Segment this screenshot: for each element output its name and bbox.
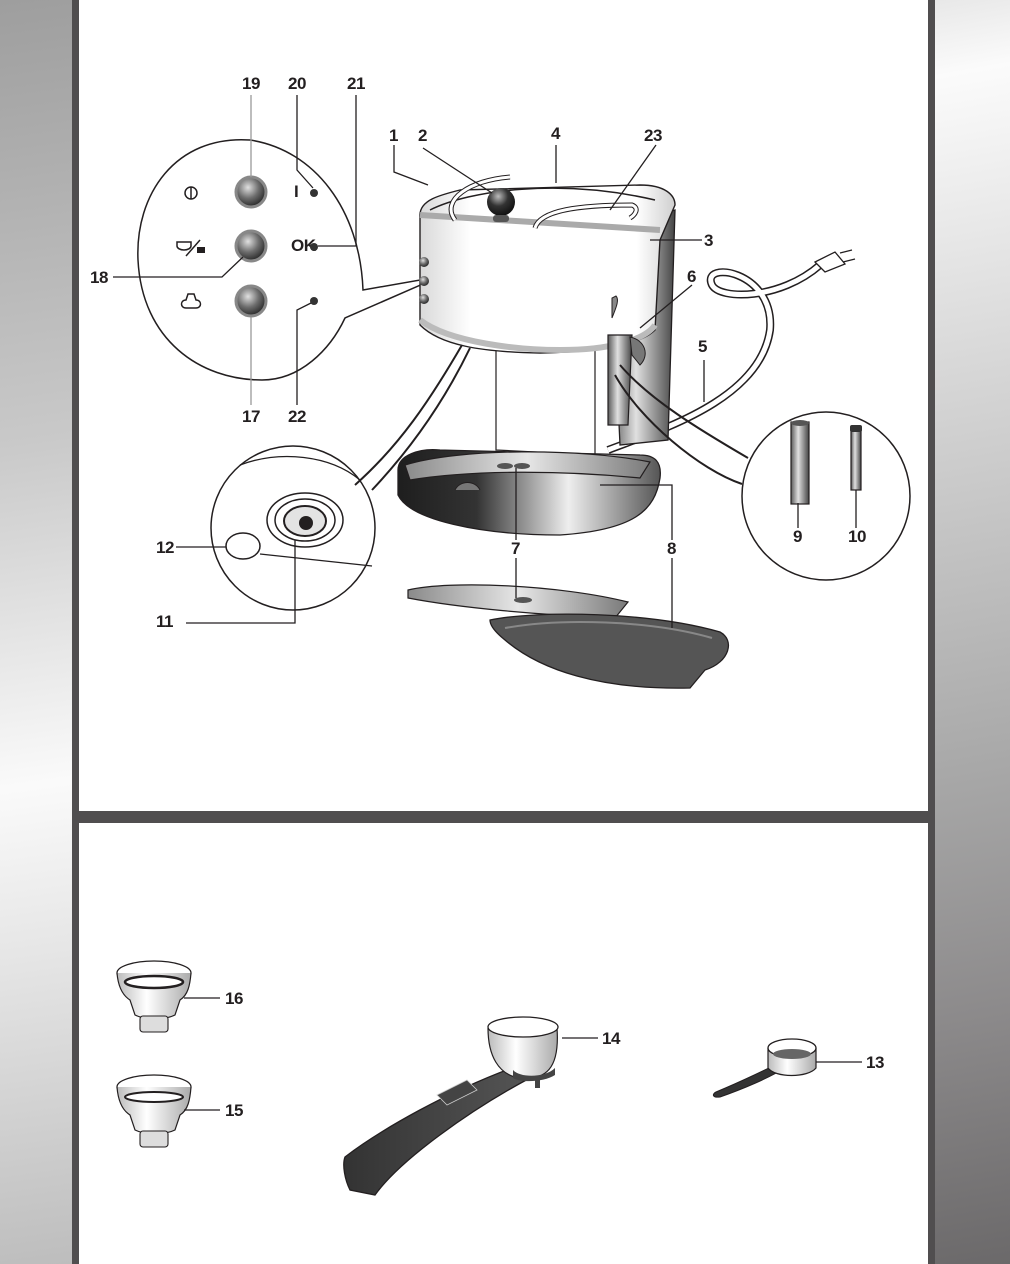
callout-7: 7 [511, 539, 520, 558]
callout-17: 17 [242, 407, 260, 426]
control-panel-magnifier: I OK [137, 139, 427, 381]
callout-2: 2 [418, 126, 427, 145]
callout-labels: 19 20 21 18 17 22 1 2 4 23 3 6 5 7 8 9 1… [90, 74, 866, 631]
callout-23: 23 [644, 126, 662, 145]
ok-indicator-label: OK [291, 236, 317, 255]
callout-8: 8 [667, 539, 676, 558]
right-frame-border [928, 0, 935, 1264]
callout-6: 6 [687, 267, 696, 286]
callout-9: 9 [793, 527, 802, 546]
callout-4: 4 [551, 124, 561, 143]
espresso-machine [397, 174, 676, 536]
on-indicator-light [310, 189, 318, 197]
ok-indicator-light [310, 243, 318, 251]
callout-5: 5 [698, 337, 707, 356]
steam-button [234, 284, 268, 318]
left-gradient-band [0, 0, 72, 1264]
callout-19: 19 [242, 74, 260, 93]
steam-indicator-light [310, 297, 318, 305]
callout-16: 16 [225, 989, 243, 1008]
power-cord [606, 249, 856, 454]
cappuccino-maker-sleeve [790, 421, 810, 505]
accessory-leader-lines [184, 997, 862, 1111]
filter-holder [343, 1016, 559, 1196]
power-button [234, 175, 268, 209]
callout-3: 3 [704, 231, 713, 250]
drip-tray-removed [489, 613, 729, 689]
callout-22: 22 [288, 407, 306, 426]
two-cup-filter [116, 960, 192, 1033]
machine-diagram: I OK [90, 74, 911, 689]
callout-20: 20 [288, 74, 306, 93]
one-cup-filter [116, 1074, 192, 1148]
steam-wand [607, 334, 633, 426]
accessory-callouts: 16 15 14 13 [225, 989, 884, 1120]
callout-12: 12 [156, 538, 174, 557]
steam-nozzle [850, 427, 862, 491]
callout-11: 11 [156, 612, 173, 631]
steam-knob [487, 188, 515, 216]
steam-icon [180, 293, 202, 309]
measuring-scoop [712, 1038, 817, 1098]
callout-14: 14 [602, 1029, 621, 1048]
right-gradient-band [935, 0, 1010, 1264]
callout-13: 13 [866, 1053, 884, 1072]
leader-lines [113, 95, 857, 628]
cup-holder-button [225, 532, 261, 560]
callout-21: 21 [347, 74, 365, 93]
coffee-steam-icon [176, 239, 205, 257]
power-icon [184, 186, 198, 200]
accessories-diagram: 16 15 14 13 [116, 960, 884, 1196]
accessories-panel: 16 15 14 13 [79, 823, 928, 1264]
left-frame-border [72, 0, 79, 1264]
panel-divider [79, 811, 928, 823]
nozzle-magnifier [614, 364, 911, 581]
callout-1: 1 [389, 126, 398, 145]
filter-holder-connector-magnifier [210, 445, 376, 611]
callout-10: 10 [848, 527, 866, 546]
callout-18: 18 [90, 268, 108, 287]
callout-15: 15 [225, 1101, 243, 1120]
coffee-steam-button [234, 229, 268, 263]
machine-diagram-panel: I OK [79, 0, 928, 811]
exploded-drip-tray [407, 584, 729, 689]
on-indicator-label: I [294, 182, 298, 201]
